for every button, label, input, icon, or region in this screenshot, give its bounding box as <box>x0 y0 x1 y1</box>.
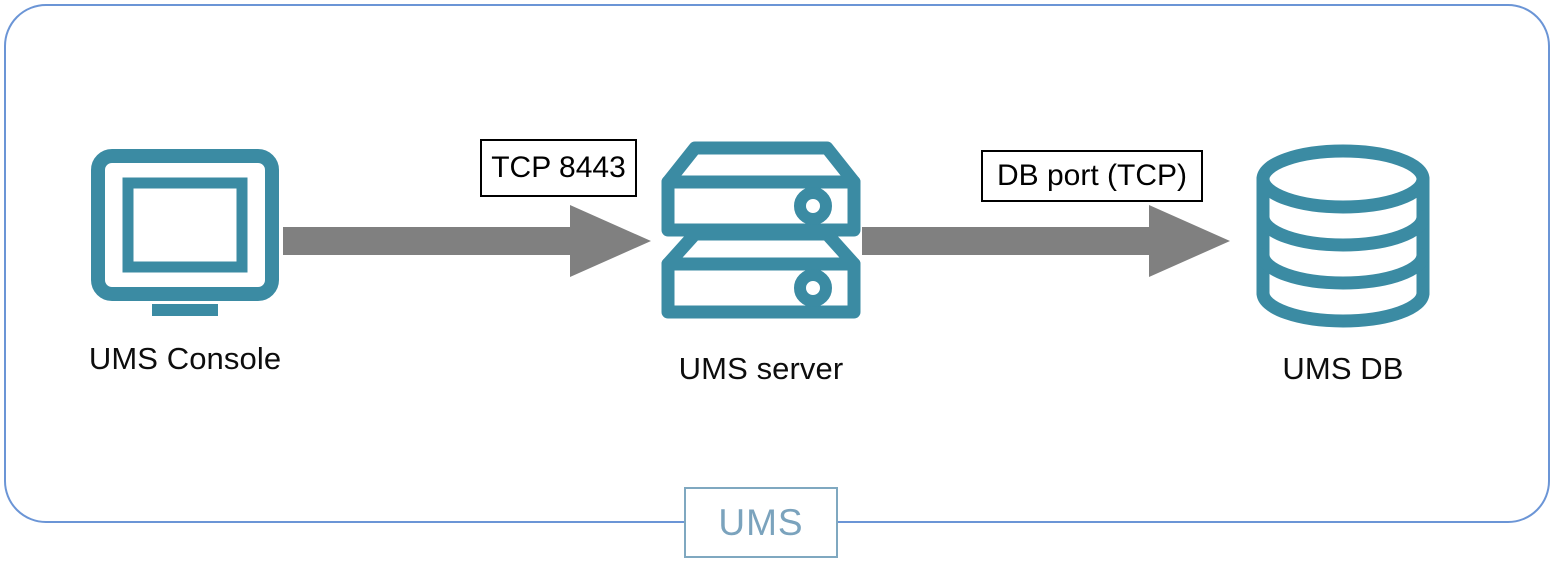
node-label-ums-db: UMS DB <box>1282 351 1404 386</box>
server-stack-icon <box>661 138 861 338</box>
node-label-ums-server: UMS server <box>678 351 844 386</box>
node-ums-console[interactable]: UMS Console <box>75 148 295 376</box>
monitor-icon <box>90 148 280 328</box>
ums-boundary-badge: UMS <box>684 487 838 558</box>
connection-server-to-db <box>862 205 1230 282</box>
database-cylinder-icon <box>1248 143 1438 338</box>
connection-console-to-server <box>283 205 651 282</box>
port-label-console-to-server: TCP 8443 <box>480 139 637 197</box>
node-ums-server[interactable]: UMS server <box>655 138 867 386</box>
arrow-right-icon <box>283 205 651 281</box>
port-label-server-to-db: DB port (TCP) <box>981 150 1203 202</box>
node-ums-db[interactable]: UMS DB <box>1238 143 1448 386</box>
arrow-right-icon <box>862 205 1230 281</box>
node-label-ums-console: UMS Console <box>88 341 282 376</box>
ums-boundary-badge-label: UMS <box>718 502 804 543</box>
